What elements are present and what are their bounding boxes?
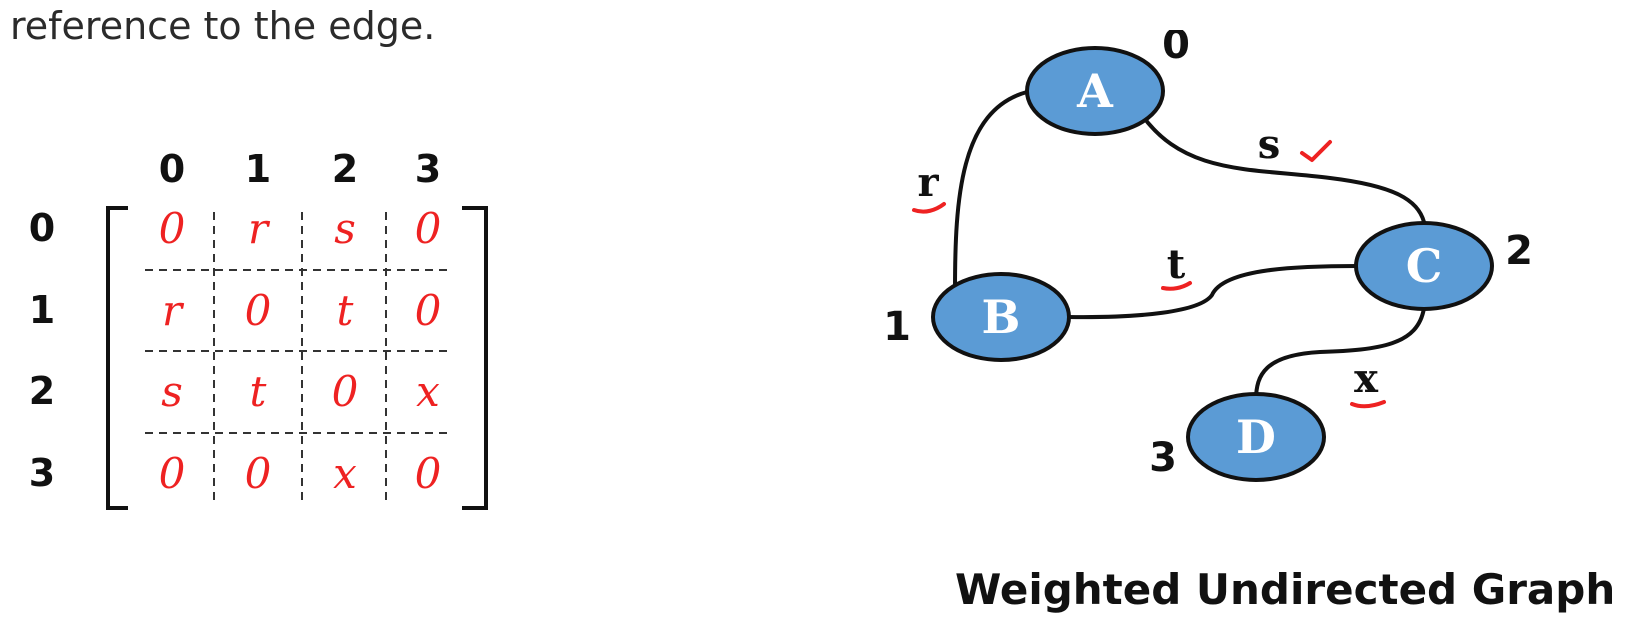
- matrix-row-header-3: 3: [29, 451, 55, 495]
- node-b-label: B: [982, 290, 1021, 344]
- matrix-cell-3-2: x: [333, 449, 357, 498]
- underline-x-annotation: [1350, 400, 1386, 409]
- matrix-cell-0-1: r: [248, 204, 271, 253]
- matrix-col-header-2: 2: [332, 147, 358, 191]
- matrix-cell-0-2: s: [334, 204, 356, 253]
- matrix-row-header-2: 2: [29, 369, 55, 413]
- node-d: [1186, 392, 1326, 482]
- matrix-cell-3-3: 0: [415, 449, 442, 498]
- intro-text: reference to the edge.: [10, 4, 436, 48]
- edge-a-b-weight: r: [917, 159, 939, 206]
- edge-c-d-weight: x: [1354, 355, 1379, 402]
- node-a-label: A: [1076, 64, 1114, 118]
- edge-a-b: [953, 90, 1028, 291]
- node-c-index: 2: [1505, 228, 1533, 274]
- node-b-index: 1: [883, 304, 911, 350]
- node-c-label: C: [1406, 239, 1443, 293]
- matrix-cell-3-0: 0: [159, 449, 186, 498]
- matrix-row-header-1: 1: [29, 288, 55, 332]
- edge-a-c: [1140, 113, 1426, 223]
- matrix-cell-0-0: 0: [159, 204, 186, 253]
- edge-b-c: [1067, 264, 1359, 320]
- left-bracket: [106, 206, 128, 510]
- node-d-index: 3: [1149, 435, 1177, 481]
- node-c: [1354, 221, 1494, 311]
- node-d-label: D: [1236, 410, 1276, 464]
- matrix-row-header-0: 0: [29, 206, 55, 250]
- node-a: [1025, 46, 1165, 136]
- matrix-cell-1-1: 0: [245, 286, 272, 335]
- graph-diagram: A 0B 1 C 2D 3 r s t x: [883, 30, 1533, 482]
- matrix-cell-1-2: t: [337, 286, 354, 335]
- matrix-col-header-0: 0: [159, 147, 185, 191]
- edge-c-d: [1254, 307, 1426, 401]
- edge-a-c-weight: s: [1258, 121, 1281, 168]
- underline-r-annotation: [912, 202, 946, 214]
- matrix-col-header-1: 1: [245, 147, 271, 191]
- right-bracket: [462, 206, 488, 510]
- matrix-cell-1-0: r: [162, 286, 185, 335]
- matrix-grid: [145, 212, 448, 504]
- matrix-cell-1-3: 0: [415, 286, 442, 335]
- matrix-cell-0-3: 0: [415, 204, 442, 253]
- matrix-cell-2-1: t: [250, 367, 267, 416]
- matrix-col-header-3: 3: [415, 147, 441, 191]
- edge-b-c-weight: t: [1167, 241, 1186, 288]
- matrix-cell-2-2: 0: [332, 367, 359, 416]
- node-a-index: 0: [1162, 30, 1190, 68]
- node-b: [931, 272, 1071, 362]
- matrix-cell-2-0: s: [161, 367, 183, 416]
- matrix-cell-3-1: 0: [245, 449, 272, 498]
- graph-caption: Weighted Undirected Graph: [955, 565, 1616, 614]
- matrix-cell-2-3: x: [416, 367, 440, 416]
- checkmark-s-annotation: [1300, 140, 1332, 162]
- underline-t-annotation: [1161, 281, 1192, 291]
